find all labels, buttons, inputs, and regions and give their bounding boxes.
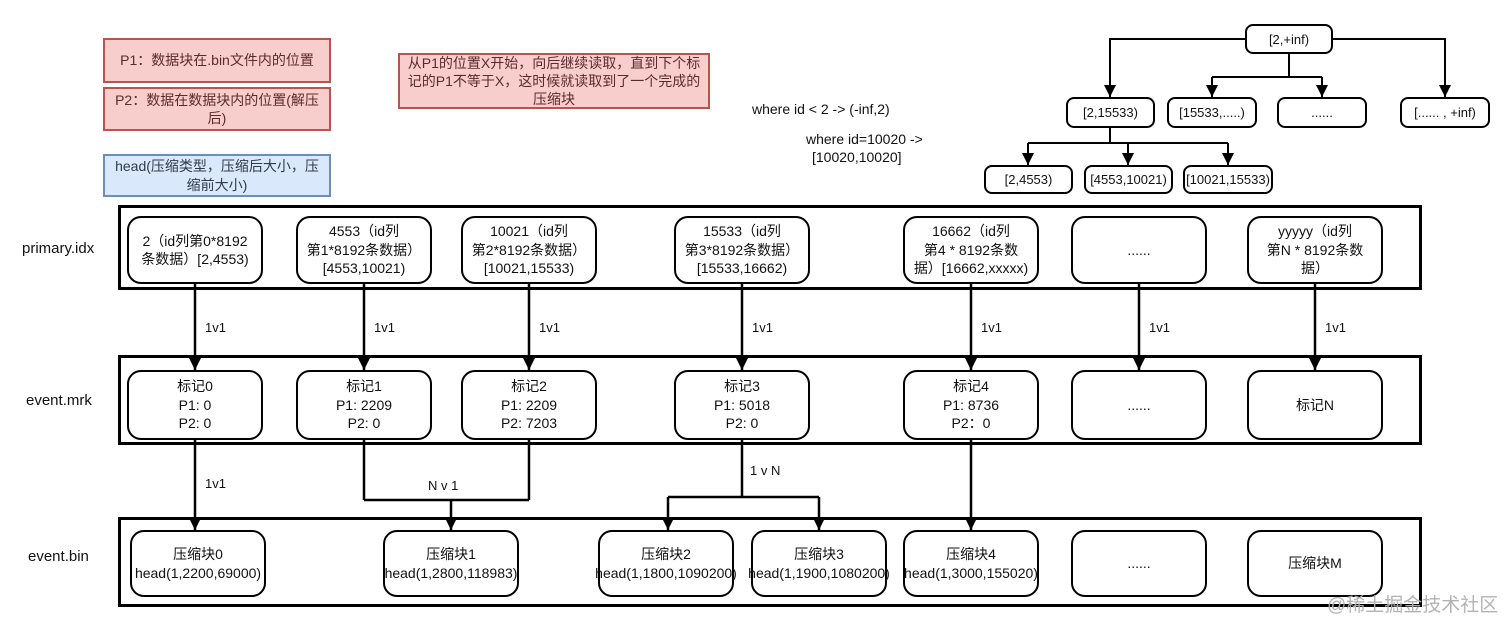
cell-text-line: [4553,10021)	[322, 260, 406, 277]
legend-p1-box: P1：数据块在.bin文件内的位置	[103, 38, 331, 83]
cell-text-line: head(1,3000,155020)	[904, 564, 1038, 581]
cell-text-line: 标记1	[346, 378, 382, 395]
cell-text-line: 压缩块3	[794, 546, 844, 563]
cell-text-line: P2：0	[951, 415, 991, 432]
arrow-label-1v1: 1v1	[205, 320, 226, 335]
arrow-label-1v1: 1v1	[374, 320, 395, 335]
arrow-label-1v1: 1v1	[539, 320, 560, 335]
arrow-label-1vn: 1 v N	[750, 463, 781, 478]
tree-root: [2,+inf)	[1245, 24, 1333, 54]
cell-text-line: 标记3	[724, 378, 760, 395]
cell-text-line: 标记0	[177, 378, 213, 395]
cell-text-line: 压缩块4	[946, 546, 996, 563]
cell-text-line: 压缩块M	[1288, 555, 1342, 572]
cell-text-line: 2（id列第0*8192	[142, 232, 248, 249]
tree-level3-node-2: [10021,15533)	[1183, 165, 1273, 194]
cell-text-line: ......	[1127, 555, 1151, 572]
tree-level3-node-0: [2,4553)	[984, 165, 1073, 194]
cell-text-line: 第1*8192条数据）	[306, 241, 422, 258]
cell-text-line: P2: 0	[178, 415, 212, 432]
event-bin-cell-6: 压缩块M	[1247, 530, 1383, 597]
arrow-label-1v1: 1v1	[1149, 320, 1170, 335]
primary-idx-cell-2: 10021（id列第2*8192条数据） [10021,15533)	[461, 216, 597, 284]
cell-text-line: head(1,2800,118983)	[384, 564, 518, 581]
cell-text-line: P1: 5018	[713, 396, 771, 413]
tree-level3-node-1: [4553,10021)	[1084, 165, 1173, 194]
primary-idx-cell-1: 4553（id列第1*8192条数据） [4553,10021)	[296, 216, 432, 284]
arrow-label-1v1: 1v1	[981, 320, 1002, 335]
cell-text-line: 16662（id列	[932, 223, 1010, 240]
cell-text-line: 15533（id列	[703, 223, 781, 240]
event-mrk-label: event.mrk	[26, 392, 92, 409]
cell-text-line: P2: 0	[347, 415, 381, 432]
tree-level2-node-1: [15533,.....)	[1167, 97, 1257, 128]
cell-text-line: 压缩块2	[641, 546, 691, 563]
primary-idx-cell-5: ......	[1071, 216, 1207, 284]
cell-text-line: ......	[1127, 241, 1151, 258]
cell-text-line: 10021（id列	[490, 223, 568, 240]
cell-text-line: 第4 * 8192条数	[923, 241, 1019, 258]
cell-text-line: 4553（id列	[328, 223, 400, 240]
legend-head-box: head(压缩类型，压缩后大小，压缩前大小)	[103, 154, 331, 197]
cell-text-line: 压缩块0	[173, 546, 223, 563]
cell-text-line: 据）[16662,xxxxx)	[913, 260, 1029, 277]
event-bin-label: event.bin	[28, 548, 89, 565]
cell-text-line: P1: 0	[178, 396, 212, 413]
cell-text-line: 压缩块1	[426, 546, 476, 563]
primary-idx-cell-6: yyyyy（id列第N * 8192条数据）	[1247, 216, 1383, 284]
cell-text-line: 标记N	[1295, 396, 1335, 413]
arrow-label-1v1: 1v1	[752, 320, 773, 335]
primary-idx-cell-3: 15533（id列第3*8192条数据） [15533,16662)	[674, 216, 810, 284]
cell-text-line: P1: 8736	[942, 396, 1000, 413]
event-mrk-cell-6: 标记N	[1247, 370, 1383, 440]
cell-text-line: 标记4	[953, 378, 989, 395]
cell-text-line: head(1,2200,69000)	[134, 564, 262, 581]
primary-idx-cell-4: 16662（id列第4 * 8192条数据）[16662,xxxxx)	[903, 216, 1039, 284]
cell-text-line: 据）	[1301, 260, 1329, 277]
primary-idx-cell-0: 2（id列第0*8192 条数据）[2,4553)	[127, 216, 263, 284]
legend-p2-box: P2：数据在数据块内的位置(解压后)	[103, 87, 331, 131]
cell-text-line: 标记2	[511, 378, 547, 395]
watermark: @稀土掘金技术社区	[1327, 595, 1499, 616]
cell-text-line: P2: 0	[725, 415, 759, 432]
event-mrk-cell-5: ......	[1071, 370, 1207, 440]
annotation-where-lt2: where id < 2 -> (-inf,2)	[752, 101, 890, 117]
cell-text-line: [10021,15533)	[483, 260, 575, 277]
cell-text-line: head(1,1800,1090200)	[595, 564, 737, 581]
annotation-where-eq-line1: where id=10020 ->	[806, 131, 923, 147]
cell-text-line: P2: 7203	[500, 415, 558, 432]
arrow-label-nv1: N v 1	[428, 478, 459, 493]
cell-text-line: 第N * 8192条数	[1266, 241, 1364, 258]
cell-text-line: yyyyy（id列	[1278, 223, 1352, 240]
cell-text-line: 第3*8192条数据）	[684, 241, 800, 258]
arrow-label-1v1: 1v1	[205, 476, 226, 491]
tree-level2-node-2: ......	[1277, 97, 1367, 128]
cell-text-line: head(1,1900,1080200)	[748, 564, 890, 581]
tree-level2-node-0: [2,15533)	[1066, 97, 1155, 128]
legend-read-rule-box: 从P1的位置X开始，向后继续读取，直到下个标记的P1不等于X，这时候就读取到了一…	[398, 53, 710, 109]
event-bin-cell-5: ......	[1071, 530, 1207, 597]
cell-text-line: 第2*8192条数据）	[471, 241, 587, 258]
cell-text-line: ......	[1127, 396, 1151, 413]
cell-text-line: 条数据）[2,4553)	[141, 251, 249, 267]
tree-level2-node-3: [...... , +inf)	[1400, 97, 1490, 128]
cell-text-line: [15533,16662)	[696, 260, 788, 277]
arrow-label-1v1: 1v1	[1325, 320, 1346, 335]
primary-idx-label: primary.idx	[22, 240, 95, 257]
cell-text-line: P1: 2209	[335, 396, 393, 413]
annotation-where-eq-line2: [10020,10020]	[812, 149, 902, 165]
cell-text-line: P1: 2209	[500, 396, 558, 413]
